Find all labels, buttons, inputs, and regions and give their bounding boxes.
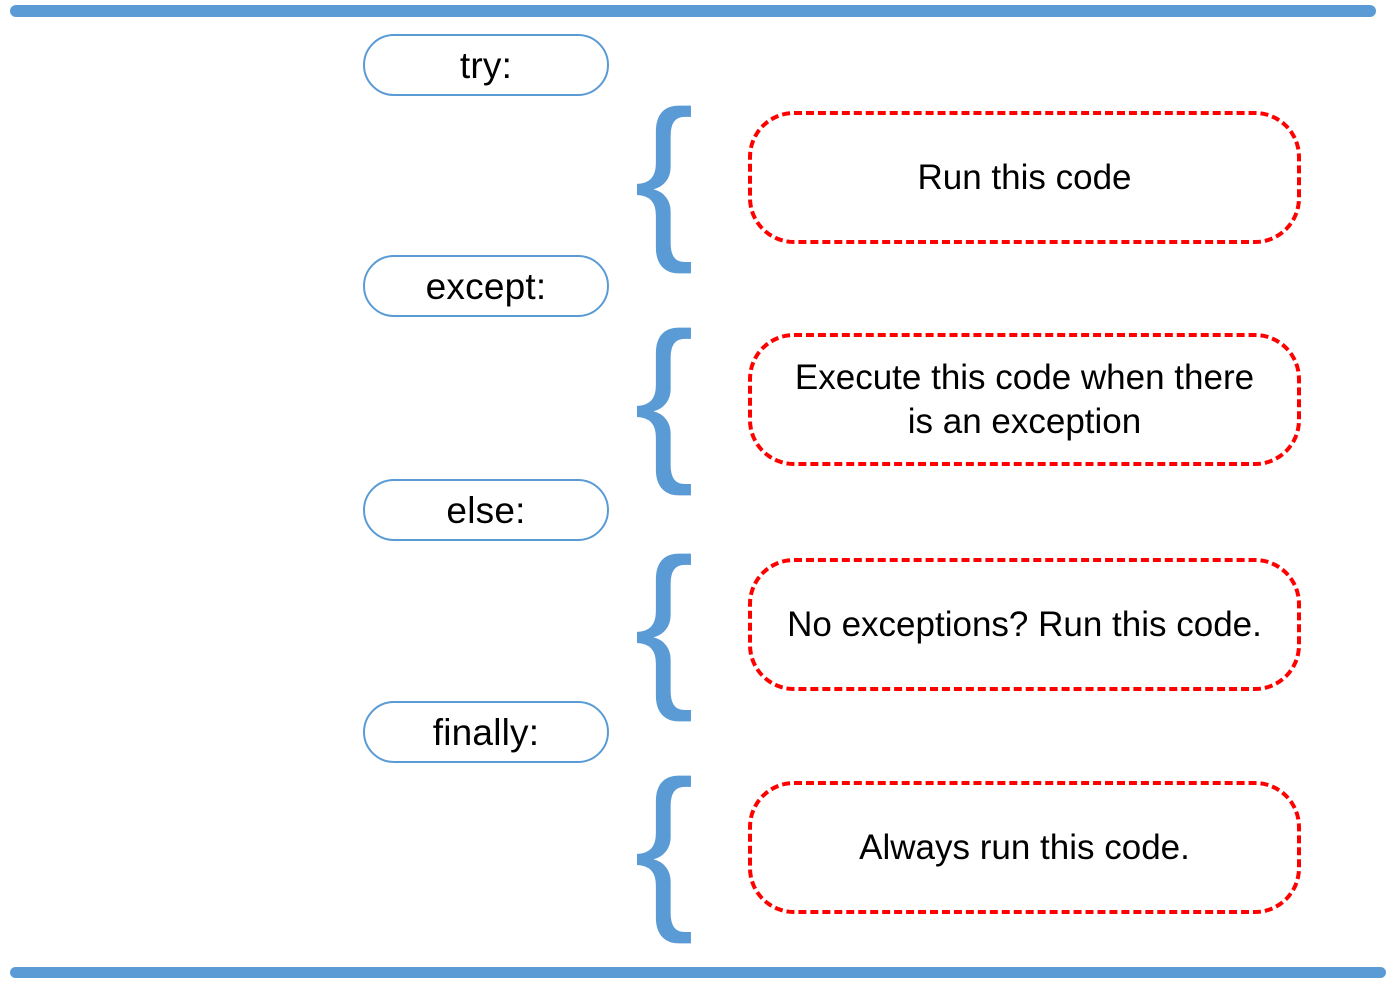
keyword-pill-except-label: except: <box>425 265 547 307</box>
keyword-pill-except[interactable]: except: <box>363 255 609 317</box>
keyword-pill-try[interactable]: try: <box>363 34 609 96</box>
callout-box-else-text: No exceptions? Run this code. <box>787 604 1262 644</box>
callout-box-try[interactable]: Run this code <box>748 111 1301 244</box>
brace-icon-finally: { <box>634 744 695 945</box>
brace-icon-except: { <box>634 296 695 497</box>
callout-box-finally[interactable]: Always run this code. <box>748 781 1301 914</box>
bottom-accent-rule <box>10 967 1386 978</box>
top-accent-rule <box>10 5 1376 17</box>
callout-box-except[interactable]: Execute this code when there is an excep… <box>748 333 1301 466</box>
keyword-pill-finally-label: finally: <box>432 711 540 753</box>
keyword-pill-else[interactable]: else: <box>363 479 609 541</box>
callout-box-else[interactable]: No exceptions? Run this code. <box>748 558 1301 691</box>
brace-icon-try: { <box>634 74 695 275</box>
callout-box-except-text: Execute this code when there is an excep… <box>794 357 1255 441</box>
brace-icon-else: { <box>634 522 695 723</box>
keyword-pill-else-label: else: <box>446 489 526 531</box>
keyword-pill-finally[interactable]: finally: <box>363 701 609 763</box>
callout-box-finally-text: Always run this code. <box>859 827 1190 867</box>
callout-box-try-text: Run this code <box>917 157 1132 197</box>
keyword-pill-try-label: try: <box>459 44 513 86</box>
